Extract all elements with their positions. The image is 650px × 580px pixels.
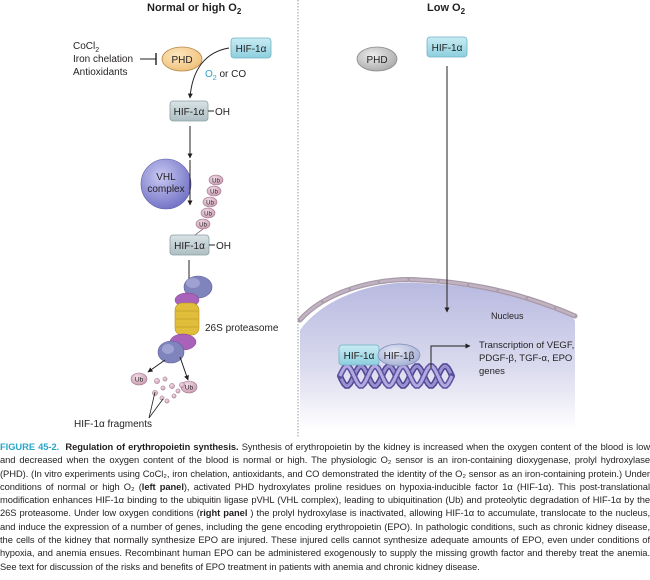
hif-1a-box-right: HIF-1α: [426, 36, 468, 58]
svg-text:OH: OH: [216, 241, 231, 252]
caption-text: ), activated PHD hydroxylates proline re…: [0, 481, 650, 519]
transcription-arrow: [430, 343, 471, 368]
ubiquitin-bead: Ub: [202, 196, 218, 208]
svg-text:HIF-1α: HIF-1α: [432, 43, 463, 54]
vhl-complex: VHL complex: [140, 158, 192, 210]
peptide-fragment: [164, 398, 170, 404]
peptide-fragment: [162, 376, 168, 382]
o2-or-co-label: O2 or CO: [205, 69, 246, 82]
transcription-line-1: Transcription of VEGF,: [479, 340, 574, 351]
svg-text:HIF-1α: HIF-1α: [174, 241, 205, 252]
peptide-fragment: [169, 383, 175, 389]
svg-text:HIF-1α: HIF-1α: [236, 44, 267, 55]
ubiquitin-bead: Ub: [208, 174, 224, 186]
inhibitor-iron-chelation: Iron chelation: [73, 54, 133, 65]
arrow-to-ub-left: [147, 359, 166, 373]
caption-text: ) the prolyl hydroxylase is inactivated,…: [0, 508, 650, 572]
svg-text:HIF-1α: HIF-1α: [344, 351, 375, 362]
svg-text:complex: complex: [147, 184, 184, 195]
ubiquitin-bead: Ub: [200, 207, 216, 219]
ubiquitin-bead: Ub: [206, 185, 222, 197]
transcription-line-2: PDGF-β, TGF-α, EPO: [479, 353, 572, 364]
svg-text:Ub: Ub: [185, 385, 194, 392]
inhibition-bar-icon: [140, 53, 157, 65]
peptide-fragment: [160, 385, 166, 391]
svg-text:Ub: Ub: [135, 377, 144, 384]
svg-text:PHD: PHD: [366, 55, 387, 66]
hif-1a-fragments-label: HIF-1α fragments: [74, 419, 152, 430]
inhibitor-antioxidants: Antioxidants: [73, 67, 127, 78]
hif-1a-oh-box: HIF-1α OH: [169, 100, 230, 122]
svg-text:Ub: Ub: [199, 222, 207, 228]
dna-strand-highlight: [338, 364, 454, 388]
arrow-to-ub-right: [179, 356, 189, 381]
ubiquitin-bead: Ub: [195, 218, 211, 230]
released-ubiquitin-left: Ub: [130, 372, 148, 386]
left-panel: Normal or high O2 CoCl2 Iron chelation A…: [73, 2, 279, 430]
svg-text:Ub: Ub: [212, 178, 220, 184]
inhibitor-cocl2: CoCl2: [73, 41, 99, 54]
figure-caption: FIGURE 45-2. Regulation of erythropoieti…: [0, 441, 650, 574]
transcription-line-3: genes: [479, 366, 505, 377]
peptide-fragment: [175, 388, 181, 394]
peptide-fragment: [179, 382, 185, 388]
hydroxylation-arrow: [187, 47, 230, 99]
hif-1a-nuclear-box: HIF-1α: [338, 344, 380, 366]
phd-active-enzyme: PHD: [161, 46, 203, 72]
nucleus-label: Nucleus: [491, 311, 524, 321]
proteasome-26s: [157, 275, 213, 364]
hif-1a-oh-ubiquitinated-box: HIF-1α OH: [169, 234, 231, 256]
figure-number: FIGURE 45-2.: [0, 442, 60, 452]
caption-text: Synthesis of erythropoietin by the kidne…: [0, 442, 650, 492]
right-panel-title: Low O2: [427, 2, 466, 16]
figure-title: Regulation of erythropoietin synthesis.: [65, 442, 239, 452]
svg-text:OH: OH: [215, 107, 230, 118]
svg-text:VHL: VHL: [156, 172, 176, 183]
fragments-pointer-line: [148, 398, 164, 419]
svg-text:HIF-1β: HIF-1β: [384, 351, 415, 362]
hif-1b-subunit: HIF-1β: [377, 343, 421, 367]
right-panel: Low O2 PHD HIF-1α Nucleus HIF-1α HIF-1β: [297, 2, 578, 430]
peptide-fragment: [154, 378, 160, 384]
svg-text:Ub: Ub: [204, 211, 212, 217]
left-panel-title: Normal or high O2: [147, 2, 242, 16]
svg-text:Ub: Ub: [210, 189, 218, 195]
fragments-pointer-line: [148, 391, 156, 419]
dna-double-helix: [337, 363, 455, 389]
peptide-fragments: [152, 376, 185, 404]
diagram-figure: Normal or high O2 CoCl2 Iron chelation A…: [73, 0, 578, 438]
proteasome-label: 26S proteasome: [205, 323, 279, 334]
caption-right-panel-ref: right panel: [199, 508, 248, 519]
phd-inactive-enzyme: PHD: [356, 46, 398, 72]
svg-text:PHD: PHD: [171, 55, 192, 66]
hif-1a-box: HIF-1α: [230, 37, 272, 59]
peptide-fragment: [159, 395, 165, 401]
nucleus: [297, 277, 578, 430]
caption-left-panel-ref: left panel: [141, 481, 184, 492]
svg-text:HIF-1α: HIF-1α: [174, 107, 205, 118]
peptide-fragment: [171, 393, 177, 399]
svg-text:Ub: Ub: [206, 200, 214, 206]
